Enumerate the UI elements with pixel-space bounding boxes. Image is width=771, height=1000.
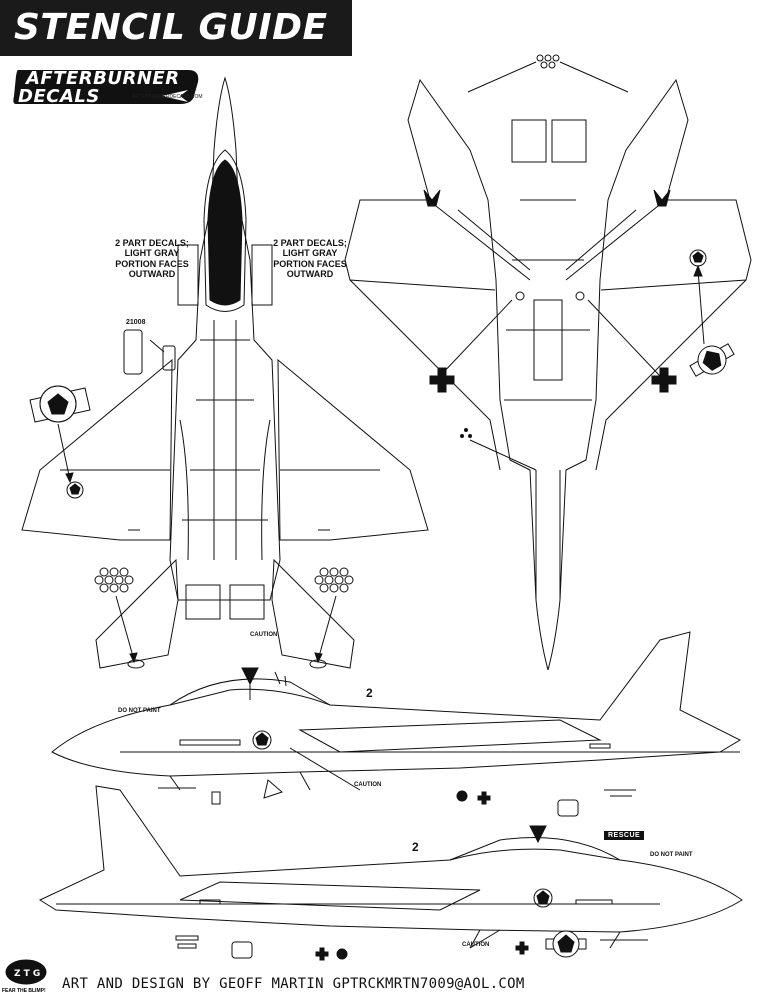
svg-text:Z T G: Z T G <box>14 969 40 979</box>
footer-credit: ART AND DESIGN BY GEOFF MARTIN GPTRCKMRT… <box>62 976 525 992</box>
bottom-view-callouts <box>423 54 735 471</box>
roundel-callout-left <box>29 385 91 484</box>
caution-label-side-1: CAUTION <box>354 782 382 788</box>
side-view-aircraft-1 <box>51 631 742 817</box>
stencil-number-side-1: 2 <box>366 686 373 700</box>
ztg-logo: Z T G <box>5 959 47 985</box>
top-view-aircraft <box>21 76 429 669</box>
page-header: STENCIL GUIDE <box>0 0 352 56</box>
logo-badge <box>13 70 199 104</box>
logo-url: AFTERBURNERDECALS.COM <box>132 94 203 100</box>
do-not-paint-label-1: DO NOT PAINT <box>118 708 161 714</box>
logo-text-bottom: DECALS <box>18 86 100 107</box>
do-not-paint-label-2: DO NOT PAINT <box>650 852 693 858</box>
logo-text-top: AFTERBURNER <box>26 68 180 89</box>
caution-label-side-2: CAUTION <box>462 942 490 948</box>
bottom-view-aircraft <box>344 78 752 671</box>
top-view-callouts <box>94 329 354 669</box>
side-view-aircraft-2 <box>38 785 743 961</box>
caution-label-top: CAUTION <box>250 632 278 638</box>
two-part-decal-note-right: 2 PART DECALS; LIGHT GRAY PORTION FACES … <box>273 238 347 280</box>
stencil-code-label: 21008 <box>126 319 146 326</box>
stencil-number-side-2: 2 <box>412 840 419 854</box>
afterburner-logo: AFTERBURNER DECALS AFTERBURNERDECALS.COM <box>12 66 203 108</box>
two-part-decal-note-left: 2 PART DECALS; LIGHT GRAY PORTION FACES … <box>115 238 189 280</box>
ztg-caption: FEAR THE BLIMP! <box>2 988 46 994</box>
page-title: STENCIL GUIDE <box>14 7 328 48</box>
rescue-label: RESCUE <box>604 831 645 840</box>
